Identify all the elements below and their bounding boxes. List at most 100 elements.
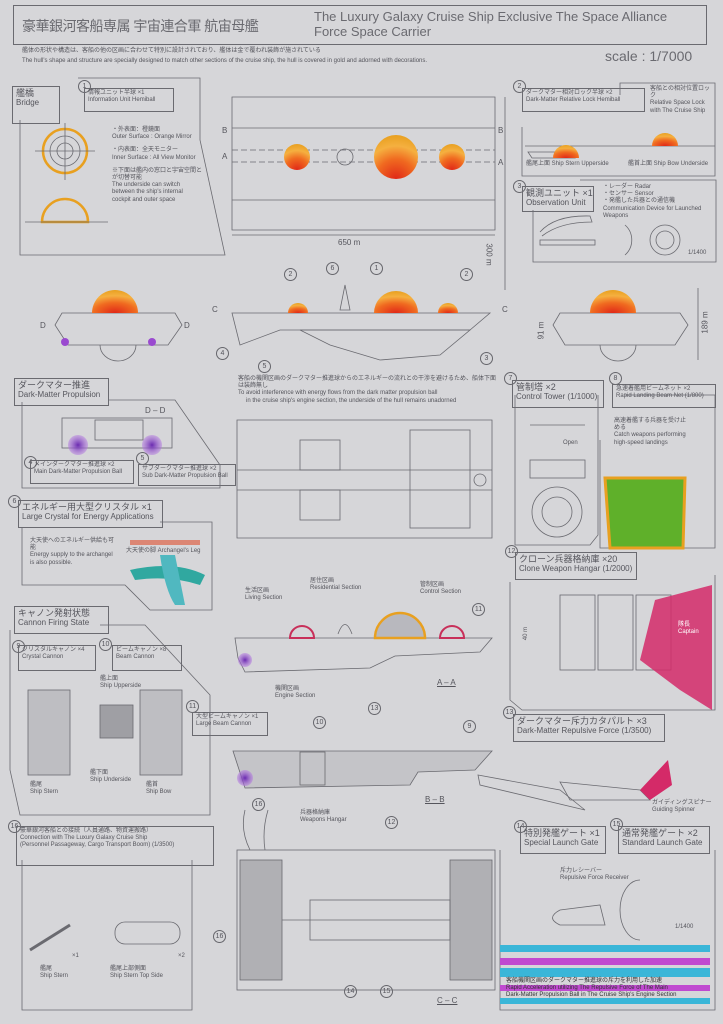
repulsive-box: ダークマター斥力カタパルト ×3 Dark-Matter Repulsive F… (513, 714, 665, 742)
relative-lock-jp: ダークマター相対ロック半球 ×2 (526, 90, 613, 96)
callout-10: 10 (99, 638, 112, 651)
callout-13: 13 (503, 706, 516, 719)
sub-ball-en: Sub Dark-Matter Propulsion Ball (142, 473, 228, 480)
stern-en: Ship Stern (40, 973, 69, 980)
propulsion-jp: ダークマター推進 (18, 380, 91, 390)
archangel-leg-label: 大天使の脚 Archangel's Leg (126, 548, 201, 554)
callout: 11 (472, 603, 485, 616)
accel-en2: Dark-Matter Propulsion Ball in The Cruis… (506, 992, 677, 999)
section-bb-hull (232, 750, 493, 789)
stern-en: Ship Stern (30, 789, 59, 796)
note-en: The underside can switch between the shi… (112, 182, 183, 203)
title-en: The Luxury Galaxy Cruise Ship Exclusive … (314, 9, 668, 39)
plan-width: 300 m (484, 243, 494, 266)
cannon-box: キャノン発射状態 Cannon Firing State (14, 606, 109, 634)
engine-note-en1: To avoid interference with energy flows … (238, 390, 438, 397)
control-tower-jp: 管制塔 ×2 (516, 382, 556, 392)
engine-note: 客船の機関区画のダークマター推進球からのエネルギーの流れとの干渉を避けるため、船… (238, 376, 500, 405)
section-cc-label: C – C (437, 996, 458, 1005)
callout: 12 (385, 816, 398, 829)
bow-en: Ship Bow (146, 789, 172, 796)
note-jp: ・外表面：橙鏡面 (112, 127, 161, 133)
large-cannon-en: Large Beam Cannon (196, 721, 252, 728)
beam-net-note: 高速着艦する兵器を受け止める Catch weapons performing … (614, 418, 689, 447)
section-bb-label: B – B (425, 795, 445, 804)
connection-box: 豪華銀河客船との接続（人員通路、物資運搬路） Connection with T… (16, 826, 214, 866)
control-tower-box: 管制塔 ×2 Control Tower (1/1000) (512, 380, 604, 408)
beam-net (603, 476, 687, 550)
note-jp: 大天使へのエネルギー供給も可能 (30, 538, 115, 552)
main-ball-box: メインダークマター推進球 ×2 Main Dark-Matter Propuls… (30, 460, 134, 484)
callout: 13 (368, 702, 381, 715)
callout: 6 (326, 262, 339, 275)
large-cannon-jp: 大型ビームキャノン ×1 (196, 714, 259, 720)
observation-scale: 1/1400 (688, 250, 707, 256)
engine-jp: 機関区画 (275, 686, 300, 692)
callout: 16 (213, 930, 226, 943)
title-box: 豪華銀河客船専属 宇宙連合軍 航宙母艦 The Luxury Galaxy Cr… (13, 5, 707, 45)
note-en: Energy supply to the archangel is also p… (30, 552, 113, 566)
relative-lock-box: ダークマター相対ロック半球 ×2 Dark-Matter Relative Lo… (522, 88, 645, 112)
observation-en: Observation Unit (526, 198, 586, 208)
top-count: ×2 (178, 953, 185, 959)
subtitle-en: The hull's shape and structure are speci… (22, 58, 428, 64)
mark-b-left: B (222, 126, 228, 135)
connection-en2: (Personnel Passageway, Cargo Transport B… (20, 842, 175, 849)
section-aa-label: A – A (437, 678, 456, 687)
plan-dome-left (284, 144, 310, 170)
stern-upper-label: 艦尾上面 Ship Stern Upperside (526, 161, 609, 167)
note-jp: ※下面は艦内の窓口と宇宙空間とが切替可能 (112, 167, 203, 181)
callout: 14 (344, 985, 357, 998)
callout: 1 (370, 262, 383, 275)
propulsion-box: ダークマター推進 Dark-Matter Propulsion (14, 378, 109, 406)
note-en: Catch weapons performing high-speed land… (614, 432, 686, 446)
callout-7: 7 (504, 372, 517, 385)
repulsive-jp: ダークマター斥力カタパルト ×3 (517, 716, 647, 726)
callout: 4 (216, 347, 229, 360)
plan-dome-center (374, 135, 418, 179)
note-en: Outer Surface : Orange Mirror (112, 134, 192, 141)
accel-en1: Rapid Acceleration utilizing The Repulsi… (506, 985, 668, 992)
bridge-item: 情報ユニット半球 ×1 Information Unit Hemiball (84, 88, 174, 112)
hangar-jp: 兵器格納庫 (300, 810, 331, 816)
stern-jp: 艦尾 (30, 782, 43, 788)
sub-ball-jp: サブダークマター推進球 ×2 (142, 466, 217, 472)
beam-cannon-en: Beam Cannon (116, 654, 155, 661)
clone-hangar-en: Clone Weapon Hangar (1/2000) (519, 564, 633, 574)
captain-jp: 隊長 (678, 622, 691, 628)
special-gate-jp: 特別発艦ゲート ×1 (524, 828, 600, 838)
residential-jp: 居住区画 (310, 578, 335, 584)
sub-ball-box: サブダークマター推進球 ×2 Sub Dark-Matter Propulsio… (138, 464, 236, 486)
callout: 15 (380, 985, 393, 998)
under-en: Ship Underside (90, 777, 132, 784)
observation-jp: 観測ユニット ×1 (526, 188, 593, 198)
beam-cannon-box: ビームキャノン ×8 Beam Cannon (112, 645, 182, 671)
clone-hangar-jp: クローン兵器格納庫 ×20 (519, 554, 618, 564)
bridge-section-icon (40, 197, 90, 224)
callout: 10 (313, 716, 326, 729)
callout-2: 2 (513, 80, 526, 93)
side-height: 189 m (700, 311, 710, 334)
control-tower-en: Control Tower (1/1000) (516, 392, 598, 402)
special-gate-box: 特別発艦ゲート ×1 Special Launch Gate (520, 826, 606, 854)
section-dd: D – D (145, 406, 166, 415)
connection-jp: 豪華銀河客船との接続（人員通路、物資運搬路） (20, 828, 152, 834)
plan-view-hull (231, 96, 496, 231)
relative-lock-note: 客船との相対位置ロック Relative Space Lock with The… (650, 86, 714, 115)
engine-plan-hull (236, 419, 493, 539)
crystal-cannon-box: クリスタルキャノン ×4 Crystal Cannon (18, 645, 96, 671)
living-en: Living Section (245, 595, 283, 602)
bridge-notes: ・外表面：橙鏡面 Outer Surface : Orange Mirror ・… (112, 127, 207, 204)
feature: ・レーダー Radar (603, 184, 652, 190)
note-jp: ・内表面：全天モニター (112, 147, 179, 154)
open-label: Open (563, 440, 578, 446)
crystal-jp: エネルギー用大型クリスタル ×1 (22, 502, 152, 512)
engine-note-jp: 客船の機関区画のダークマター推進球からのエネルギーの流れとの干渉を避けるため、船… (238, 376, 496, 390)
large-cannon-box: 大型ビームキャノン ×1 Large Beam Cannon (192, 712, 268, 736)
callout-15: 15 (610, 818, 623, 831)
